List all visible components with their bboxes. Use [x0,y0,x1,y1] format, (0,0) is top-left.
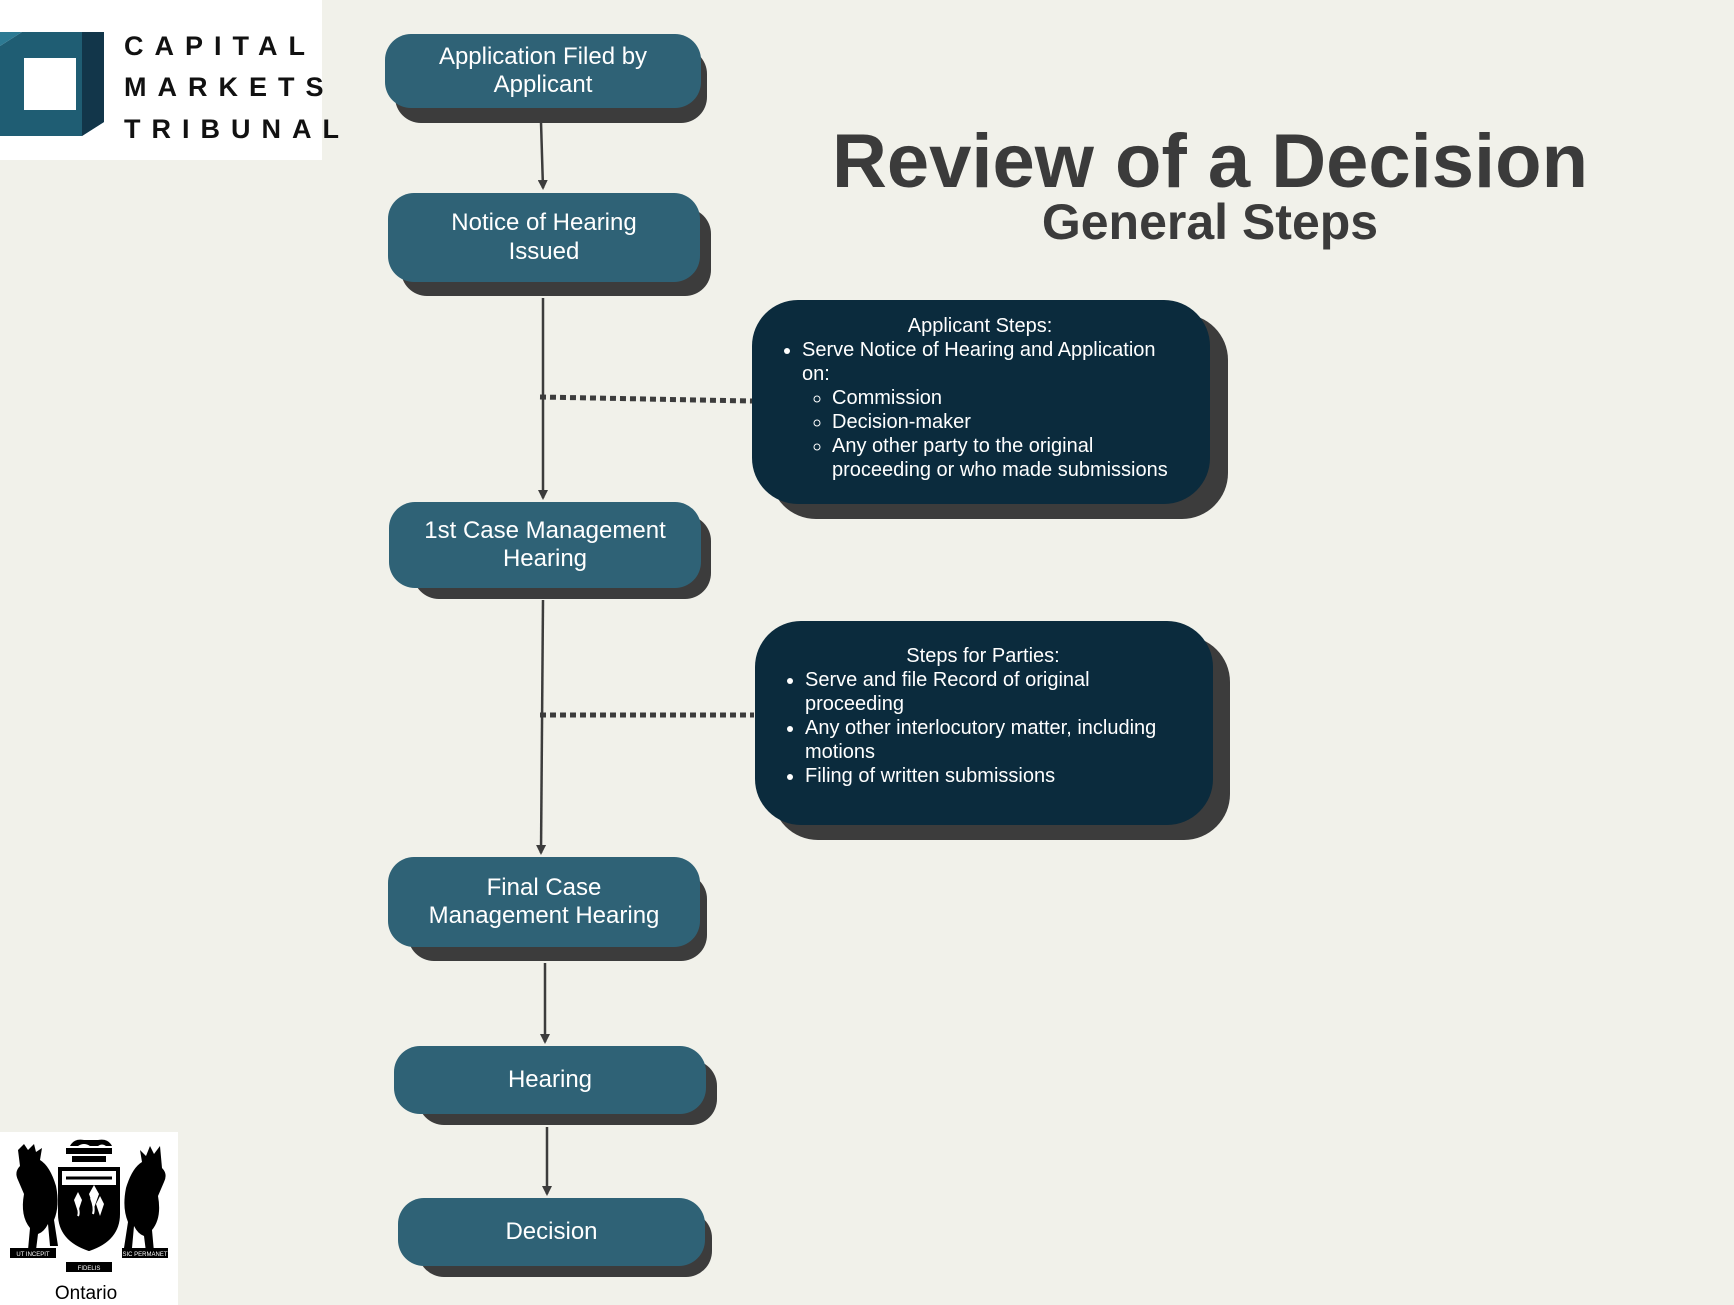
list-item: Any other party to the original proceedi… [832,434,1188,482]
logo-text-markets: MARKETS [124,72,335,102]
step-hearing: Hearing [394,1046,706,1114]
step-notice-of-hearing: Notice of Hearing Issued [388,193,700,282]
logo-text-capital: CAPITAL [124,31,316,61]
party-steps-list: Serve and file Record of original procee… [775,668,1191,788]
list-item: Decision-maker [832,410,1188,434]
page-title: Review of a Decision [831,119,1589,204]
crest-motto-right: SIC PERMANET [122,1252,167,1258]
applicant-steps-box: Applicant Steps: Serve Notice of Hearing… [752,300,1210,504]
applicant-steps-title: Applicant Steps: [907,315,1053,337]
ontario-coat-of-arms-icon: UT INCEPIT FIDELIS SIC PERMANET [10,1139,168,1272]
ontario-label: Ontario [54,1283,118,1304]
list-item: Filing of written submissions [805,764,1191,788]
arrow-1 [537,121,548,190]
arrow-3 [536,599,547,855]
crest-motto-middle: FIDELIS [78,1266,101,1272]
step-first-case-management: 1st Case Management Hearing [389,502,701,588]
step-application-filed: Application Filed by Applicant [385,34,701,108]
step-decision: Decision [398,1198,705,1266]
logo-text-tribunal: TRIBUNAL [124,114,350,144]
list-item: Commission [832,386,1188,410]
tribunal-logo-icon [0,32,104,136]
list-item: Any other interlocutory matter, includin… [805,716,1191,764]
party-steps-box: Steps for Parties: Serve and file Record… [755,621,1213,825]
page-subtitle: General Steps [1041,194,1379,250]
list-item: Serve and file Record of original procee… [805,668,1191,716]
crest-motto-left: UT INCEPIT [16,1252,50,1258]
applicant-steps-sublist: Commission Decision-maker Any other part… [802,386,1188,482]
applicant-steps-list: Serve Notice of Hearing and Application … [772,338,1188,482]
applicant-steps-item: Serve Notice of Hearing and Application … [802,339,1156,385]
party-steps-title: Steps for Parties: [906,645,1060,667]
step-final-case-management: Final Case Management Hearing [388,857,700,947]
list-item: Serve Notice of Hearing and Application … [802,338,1188,482]
dotted-connector-1 [539,394,753,404]
